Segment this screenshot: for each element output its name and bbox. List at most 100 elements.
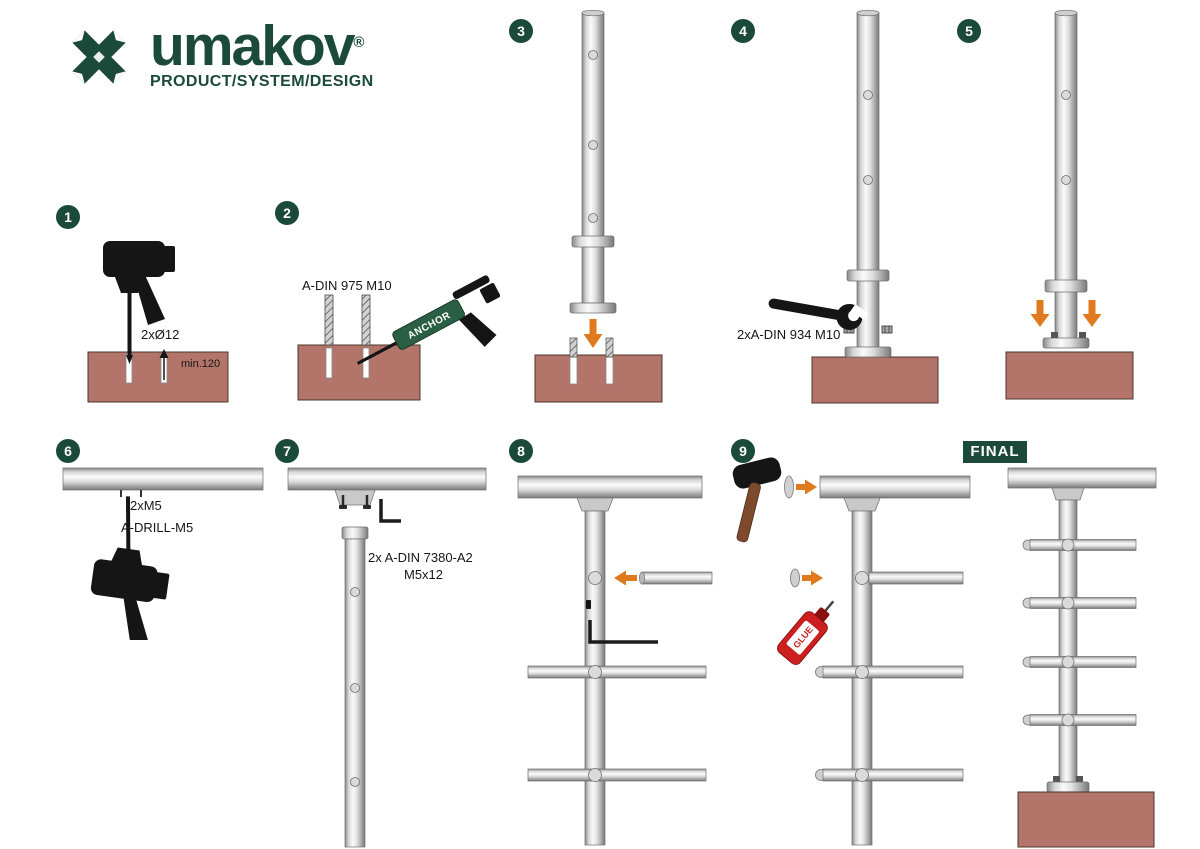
end-cap xyxy=(790,568,800,588)
brand-tagline: PRODUCT/SYSTEM/DESIGN xyxy=(150,73,374,90)
holder-stud xyxy=(350,587,360,597)
step-badge-9: 9 xyxy=(731,439,755,463)
holder-stud xyxy=(350,777,360,787)
glue-bottle-icon: GLUE xyxy=(777,600,835,665)
screw-holes xyxy=(120,490,142,497)
step6-panel xyxy=(62,467,264,640)
crossbars xyxy=(815,665,964,782)
allen-key-icon xyxy=(379,499,401,523)
crossbar xyxy=(822,768,964,782)
crossbar xyxy=(868,571,964,585)
step8-panel xyxy=(517,475,713,846)
allen-key-icon xyxy=(588,620,658,644)
handrail xyxy=(287,467,487,491)
holder-stud xyxy=(1061,713,1075,727)
handrail xyxy=(1007,467,1157,489)
base-flange xyxy=(1042,337,1090,349)
crossbar xyxy=(1029,539,1137,551)
post xyxy=(341,526,369,848)
label-bolt-spec-line1: 2x A-DIN 7380-A2 xyxy=(368,550,473,565)
holder-stud xyxy=(855,571,869,585)
holder-stud xyxy=(588,140,598,150)
step-badge-8: 8 xyxy=(509,439,533,463)
concrete-base xyxy=(534,354,663,403)
umakov-logo: umakov® PRODUCT/SYSTEM/DESIGN xyxy=(58,16,374,98)
step-badge-1: 1 xyxy=(56,205,80,229)
step-badge-7: 7 xyxy=(275,439,299,463)
crossbar-inserting xyxy=(639,571,713,585)
down-arrow xyxy=(583,319,603,348)
threaded-rods xyxy=(324,294,371,346)
brand-name: umakov® xyxy=(150,14,365,78)
holder-stud xyxy=(588,213,598,223)
holder-stud xyxy=(855,665,869,679)
label-nut-spec: 2xA-DIN 934 M10 xyxy=(737,327,841,342)
post xyxy=(1042,9,1090,349)
step9-panel: GLUE xyxy=(732,457,971,846)
holder-stud xyxy=(863,90,873,100)
final-panel xyxy=(1007,467,1157,848)
base-flange xyxy=(569,302,617,314)
right-arrow xyxy=(802,570,823,586)
crossbar xyxy=(527,768,707,782)
step-badge-6: 6 xyxy=(56,439,80,463)
concrete-base xyxy=(297,344,421,401)
wrench-icon xyxy=(768,298,869,330)
anchor-rods xyxy=(569,337,614,358)
step5-panel xyxy=(1005,9,1134,400)
saddle-bracket xyxy=(843,497,881,512)
step7-panel xyxy=(287,467,487,848)
step-badge-3: 3 xyxy=(509,19,533,43)
crossbar xyxy=(527,665,707,679)
cover-flange xyxy=(846,269,890,282)
holder-stud xyxy=(1061,90,1071,100)
label-threaded-rod: A-DIN 975 M10 xyxy=(302,278,392,293)
step1-panel xyxy=(87,241,229,403)
concrete-base xyxy=(811,356,939,404)
end-cap xyxy=(784,475,794,499)
crossbar xyxy=(1029,597,1137,609)
crossbars xyxy=(1022,539,1137,726)
holder-stud xyxy=(588,768,602,782)
holder-stud xyxy=(350,683,360,693)
holder-stud xyxy=(588,571,602,585)
crossbar xyxy=(1029,656,1137,668)
crossbar xyxy=(822,665,964,679)
concrete-base xyxy=(1005,351,1134,400)
base-flange xyxy=(1046,781,1090,793)
holder-stud xyxy=(863,175,873,185)
mallet-icon xyxy=(732,457,782,543)
holder-stud xyxy=(1061,175,1071,185)
step-badge-2: 2 xyxy=(275,201,299,225)
umakov-logo-icon xyxy=(72,30,126,84)
holder-stud xyxy=(1061,538,1075,552)
step-badge-4: 4 xyxy=(731,19,755,43)
concrete-base xyxy=(1017,791,1155,848)
step-badge-5: 5 xyxy=(957,19,981,43)
registered-mark: ® xyxy=(353,34,365,51)
left-arrow xyxy=(614,570,637,586)
post xyxy=(569,9,617,314)
step3-panel xyxy=(534,9,663,403)
saddle-bracket xyxy=(334,489,376,509)
right-arrow xyxy=(796,479,817,495)
holder-stud xyxy=(588,665,602,679)
down-arrow xyxy=(1030,300,1050,327)
handrail xyxy=(62,467,264,491)
concrete-base xyxy=(87,351,229,403)
saddle-bracket xyxy=(1051,487,1085,501)
handrail xyxy=(517,475,703,499)
label-hole-depth: min.120 xyxy=(181,358,221,370)
post xyxy=(844,9,892,358)
holder-stud xyxy=(1061,596,1075,610)
holder-stud xyxy=(855,768,869,782)
label-rail-screws: 2xM5 xyxy=(130,498,162,513)
handrail xyxy=(819,475,971,499)
base-flange xyxy=(844,346,892,358)
down-arrow xyxy=(1082,300,1102,327)
set-screw-hole xyxy=(586,600,591,609)
holder-stud xyxy=(588,50,598,60)
label-hole-spec: 2xØ12 xyxy=(141,327,180,342)
label-bolt-spec-line2: M5x12 xyxy=(404,567,444,582)
